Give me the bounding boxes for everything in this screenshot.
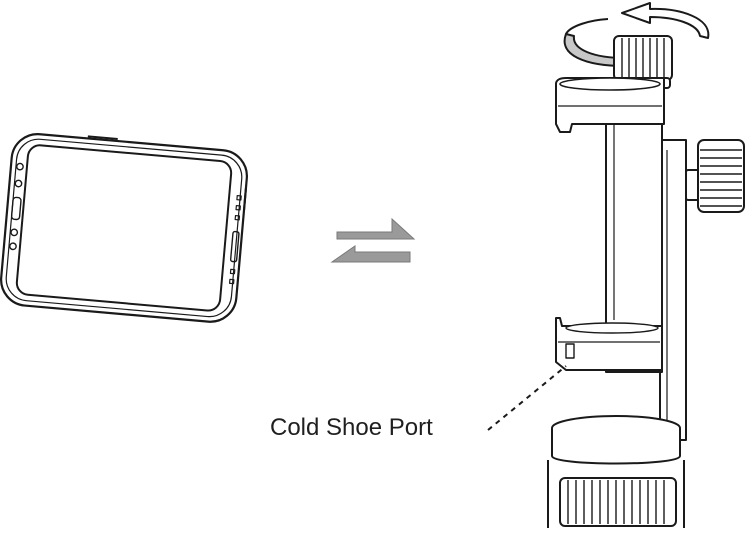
dashed-leader-line bbox=[487, 365, 567, 431]
cold-shoe-port-label: Cold Shoe Port bbox=[270, 414, 433, 441]
side-knob-icon bbox=[685, 139, 745, 213]
swap-arrows-icon bbox=[330, 217, 416, 263]
phone-clamp-mount-icon bbox=[547, 77, 687, 528]
smartphone-landscape-icon bbox=[0, 133, 248, 323]
